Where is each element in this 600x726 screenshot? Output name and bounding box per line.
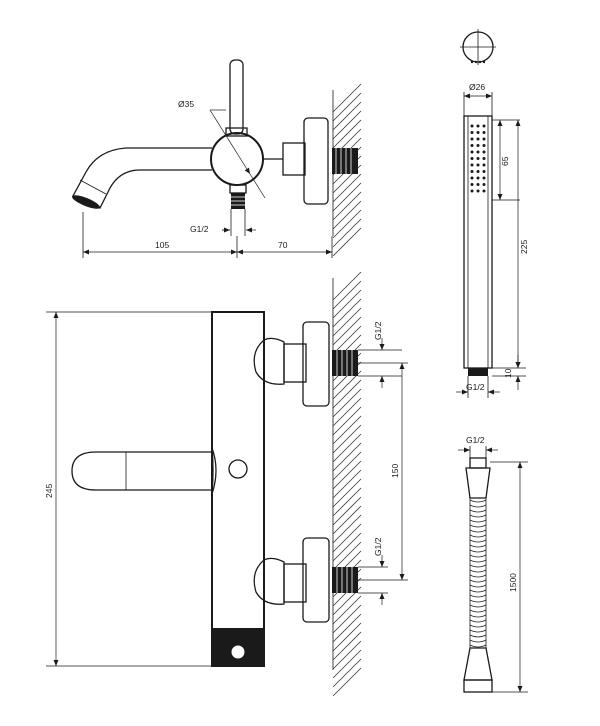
lever-base [225,127,248,137]
upper-arm [253,337,285,385]
hand-shower-thread [468,368,488,376]
lever-handle-side [229,59,244,135]
mixer-body-circle [210,132,264,186]
control-knob-front [228,459,248,479]
upper-thread [332,350,358,376]
label-body-offset: 70 [278,240,288,250]
wall-flange-side [303,117,329,205]
spout-outlet [72,195,100,209]
lever-front [71,451,213,491]
mixer-body-front [211,311,265,667]
wall-hatch-front [332,271,362,697]
diameter-leader [209,109,251,175]
wall-hatch-side [332,83,362,257]
lower-arm [253,557,285,605]
hose-coils [469,498,487,648]
label-hose-thread: G1/2 [466,435,485,445]
label-inlet-bottom-thread: G1/2 [373,537,383,556]
outlet-neck [229,184,247,194]
label-thread-side: G1/2 [190,224,209,234]
label-hand-shower-length: 225 [519,240,529,254]
hose-fitting-top [465,467,491,499]
label-hand-shower-diameter: Ø26 [469,82,485,92]
thread-lines-side [335,148,352,174]
label-hand-shower-thread: G1/2 [466,382,485,392]
diverter-knob [231,645,245,659]
hose-nut-top [469,457,487,469]
label-hand-shower-base: 10 [503,368,513,378]
front-view: 245 G1/2 150 G1/2 [44,271,408,697]
hose-nut-bottom [463,679,493,693]
connector-side [282,142,306,176]
spray-nozzles [470,124,486,193]
spray-dots-top [470,60,486,64]
label-inlet-top-thread: G1/2 [373,321,383,340]
lower-flange [302,537,330,623]
hand-shower-view: Ø26 65 225 10 G1/2 [456,29,529,398]
label-mixer-height: 245 [44,484,54,498]
hose-view: G1/2 1500 [458,435,528,693]
label-hose-length: 1500 [508,573,518,592]
side-view: Ø35 G1/2 105 70 [72,59,362,258]
upper-flange [302,321,330,407]
lower-thread [332,567,358,593]
upper-nipple [283,343,307,383]
label-inlet-spacing: 150 [390,464,400,478]
label-hand-shower-head: 65 [500,156,510,166]
label-spout-diameter: Ø35 [178,99,194,109]
lower-nipple [283,563,307,603]
hose-fitting-bottom [463,647,493,681]
label-spout-length: 105 [155,240,169,250]
spout-side [72,147,212,209]
